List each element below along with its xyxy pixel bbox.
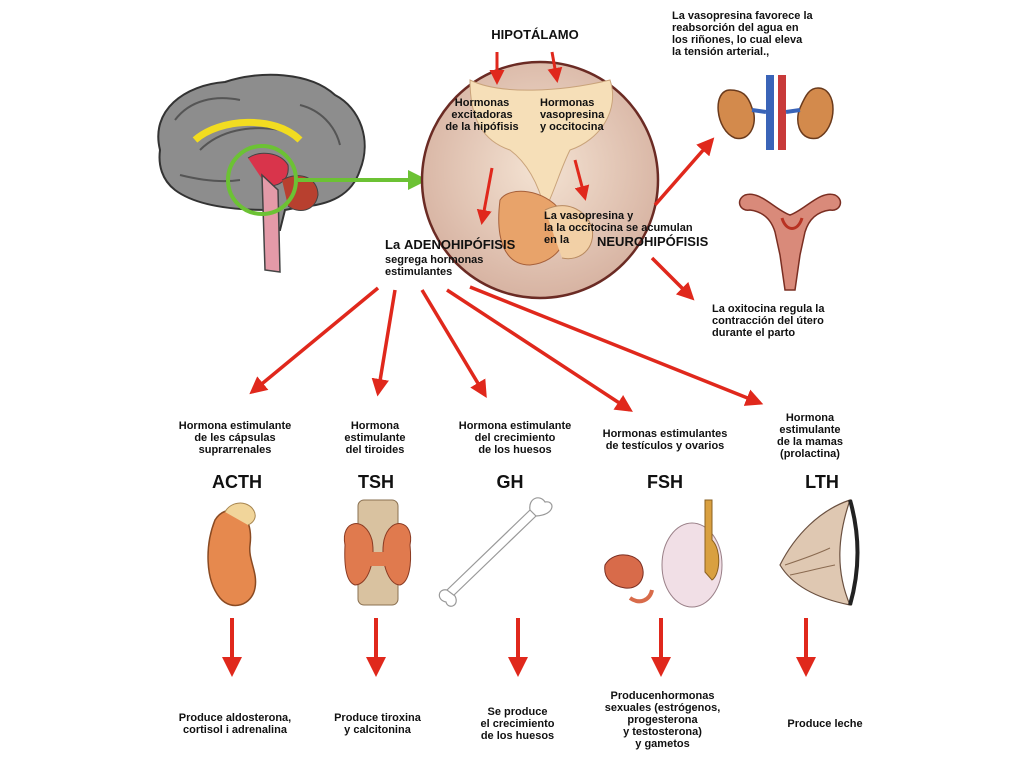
neurohypophysis-label: NEUROHIPÓFISIS: [597, 234, 709, 249]
hormone-desc-lth: Hormona estimulante de la mamas (prolact…: [776, 412, 844, 460]
thyroid-icon: [343, 499, 412, 606]
hormone-desc-tsh: Hormona estimulante del tiroides: [344, 420, 406, 456]
adrenal-gland-icon: [207, 502, 257, 607]
hormone-effect-lth: Produce leche: [787, 718, 863, 730]
gonads-icon: [604, 499, 723, 608]
hormone-code-tsh: TSH: [358, 472, 394, 492]
hormone-code-fsh: FSH: [647, 472, 683, 492]
excitatory-hormones-label: Hormonas excitadoras de la hipófisis: [445, 97, 519, 133]
uterus-icon: [738, 193, 842, 291]
hormone-desc-gh: Hormona estimulante del crecimiento de l…: [458, 420, 572, 456]
hormone-code-gh: GH: [496, 472, 524, 492]
breast-icon: [779, 499, 860, 606]
hypothalamus-title: HIPOTÁLAMO: [491, 27, 579, 42]
hormone-desc-fsh: Hormonas estimulantes de testículos y ov…: [602, 428, 728, 452]
hormone-code-acth: ACTH: [212, 472, 262, 492]
adenohypophysis-desc: segrega hormonas estimulantes: [385, 254, 484, 278]
oxytocin-effect: La oxitocina regula la contracción del ú…: [712, 303, 825, 339]
bone-icon: [438, 497, 553, 607]
adenohypophysis-label: ADENOHIPÓFISIS: [404, 237, 516, 252]
kidneys-icon: [717, 75, 834, 150]
brain-icon: [157, 73, 366, 273]
vasopressin-oxytocin-label: Hormonas vasopresina y occitocina: [540, 97, 605, 133]
hormone-effect-acth: Produce aldosterona, cortisol i adrenali…: [178, 712, 292, 736]
hormone-desc-acth: Hormona estimulante de les cápsulas supr…: [178, 420, 292, 456]
adenohypophysis-prefix: La: [385, 237, 401, 252]
hormone-effect-fsh: Producenhormonas sexuales (estrógenos, p…: [604, 690, 721, 750]
accumulate-label: La vasopresina y la la occitocina se acu…: [544, 210, 693, 246]
hormone-effect-tsh: Produce tiroxina y calcitonina: [334, 712, 421, 736]
pituitary-circle: [420, 60, 660, 300]
vasopressin-effect: La vasopresina favorece la reabsorción d…: [672, 10, 813, 58]
hormone-code-lth: LTH: [805, 472, 839, 492]
hormone-effect-gh: Se produce el crecimiento de los huesos: [480, 706, 555, 742]
